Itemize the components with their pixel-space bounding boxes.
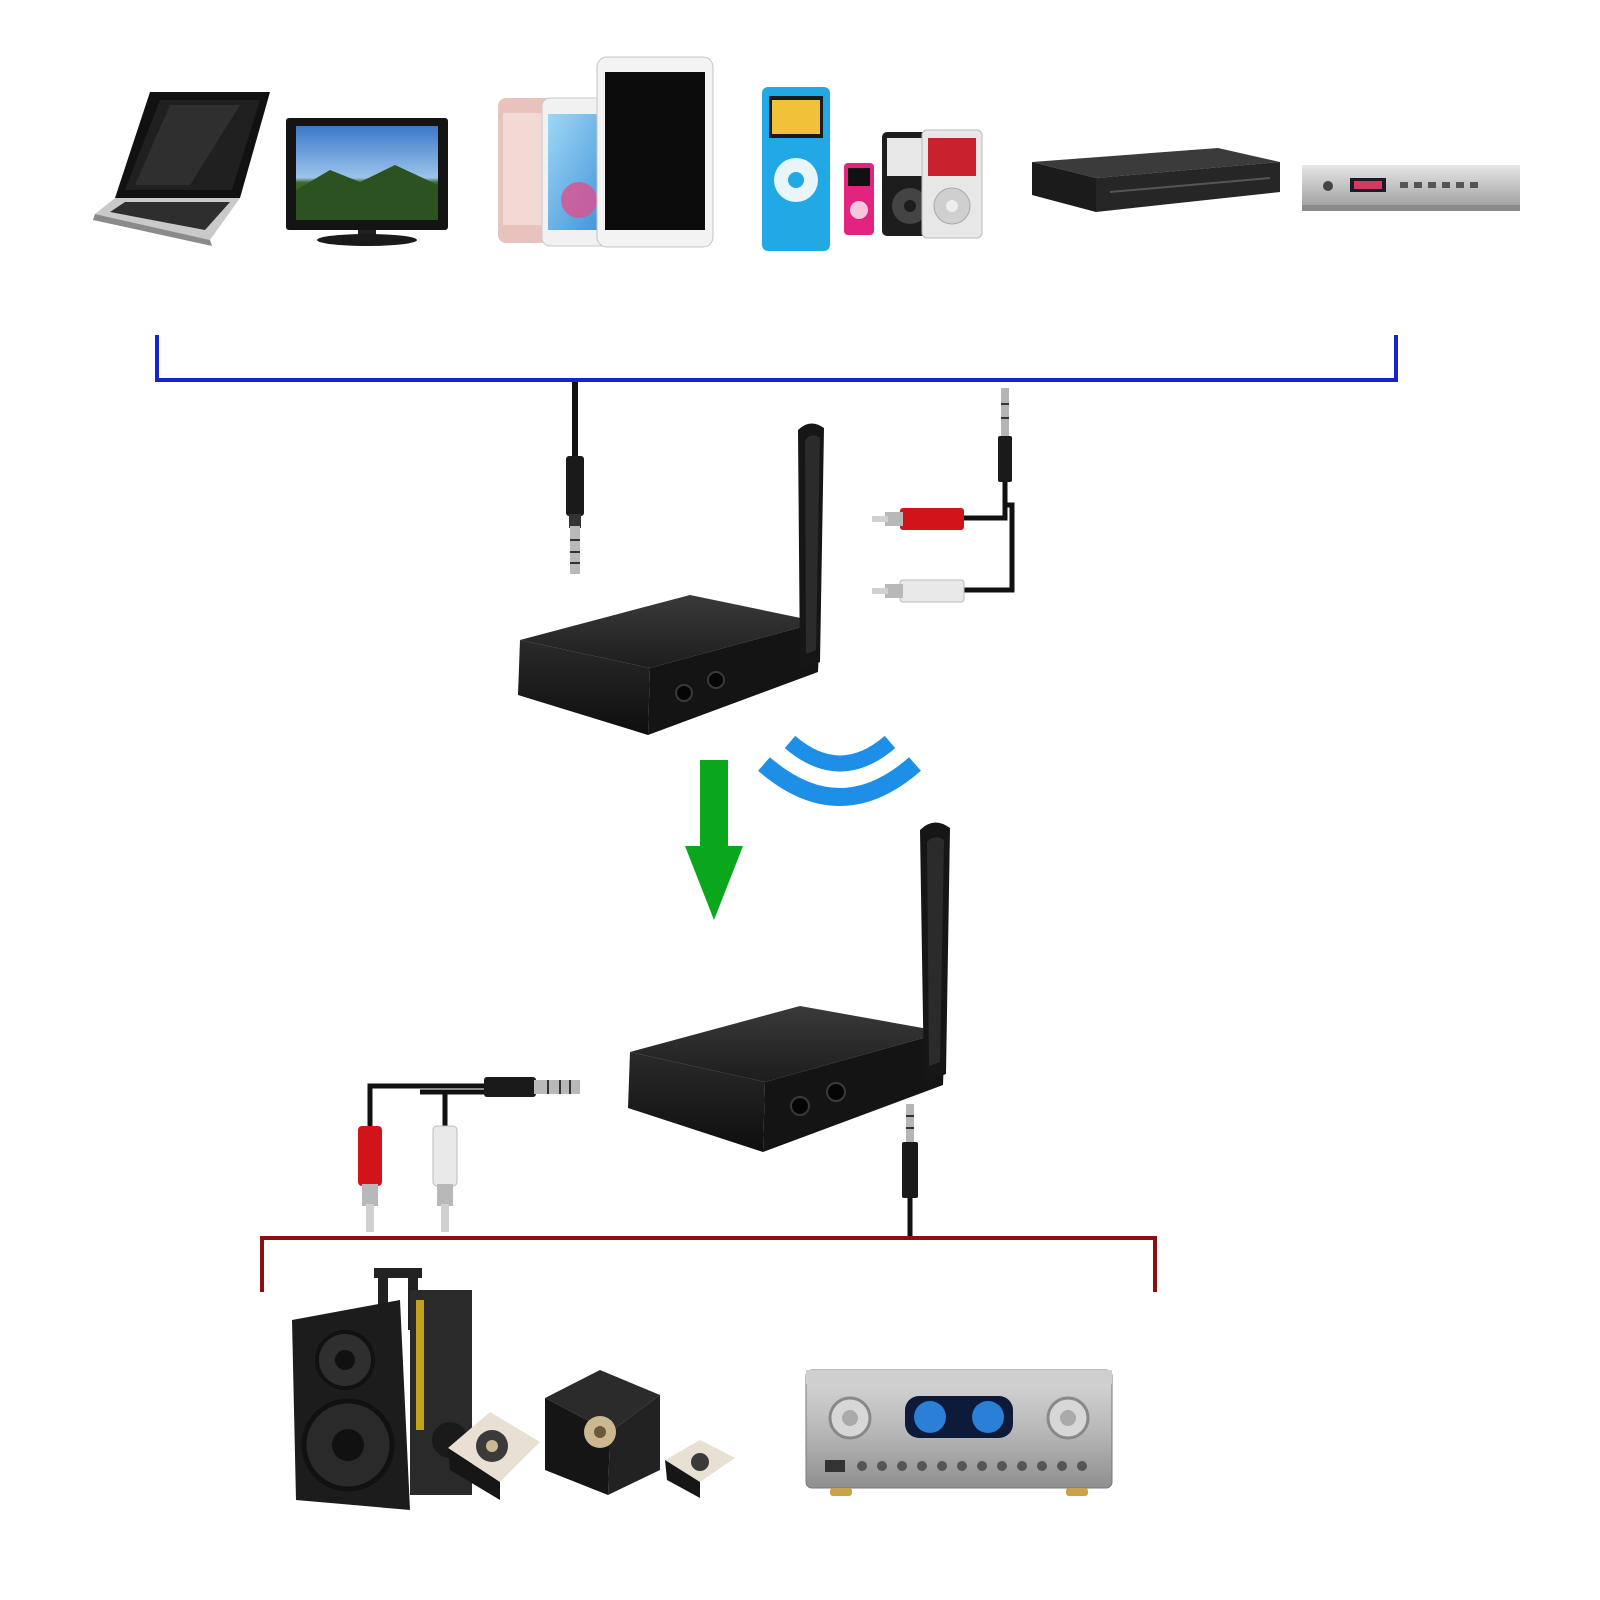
- wireless-signal: [758, 735, 921, 806]
- rca-to-aux-cable-receiver: [358, 1077, 580, 1232]
- aux-cable-transmitter-input: [566, 382, 584, 574]
- receiver-device: [628, 822, 950, 1152]
- source-tv: [286, 118, 448, 246]
- aux-cable-receiver-output: [902, 1104, 918, 1237]
- laptop-icon: [93, 92, 270, 246]
- down-arrow-icon: [685, 760, 743, 920]
- output-speakers: [292, 1268, 735, 1510]
- smartphone-tablet-icon: [498, 56, 714, 248]
- wireless-transmitter-icon: [518, 423, 824, 735]
- speaker-system-icon: [292, 1268, 735, 1510]
- flow-arrow: [685, 760, 743, 920]
- rca-to-aux-cable-transmitter: [872, 388, 1015, 603]
- set-top-box-icon: [1302, 165, 1520, 211]
- source-phones-tablet: [498, 56, 714, 248]
- wireless-signal-icon: [758, 735, 921, 806]
- source-set-top-box: [1302, 165, 1520, 211]
- output-bracket: [260, 1236, 1157, 1292]
- wireless-receiver-icon: [628, 822, 950, 1152]
- source-mp3-players: [762, 87, 983, 251]
- source-laptop: [93, 92, 270, 246]
- source-dvd-player: [1032, 148, 1280, 212]
- transmitter-device: [518, 423, 824, 735]
- source-bracket: [155, 335, 1398, 382]
- music-player-icon: [762, 87, 983, 251]
- tv-monitor-icon: [286, 118, 448, 246]
- disc-player-icon: [1032, 148, 1280, 212]
- amplifier-icon: [805, 1369, 1113, 1496]
- output-amplifier: [805, 1369, 1113, 1496]
